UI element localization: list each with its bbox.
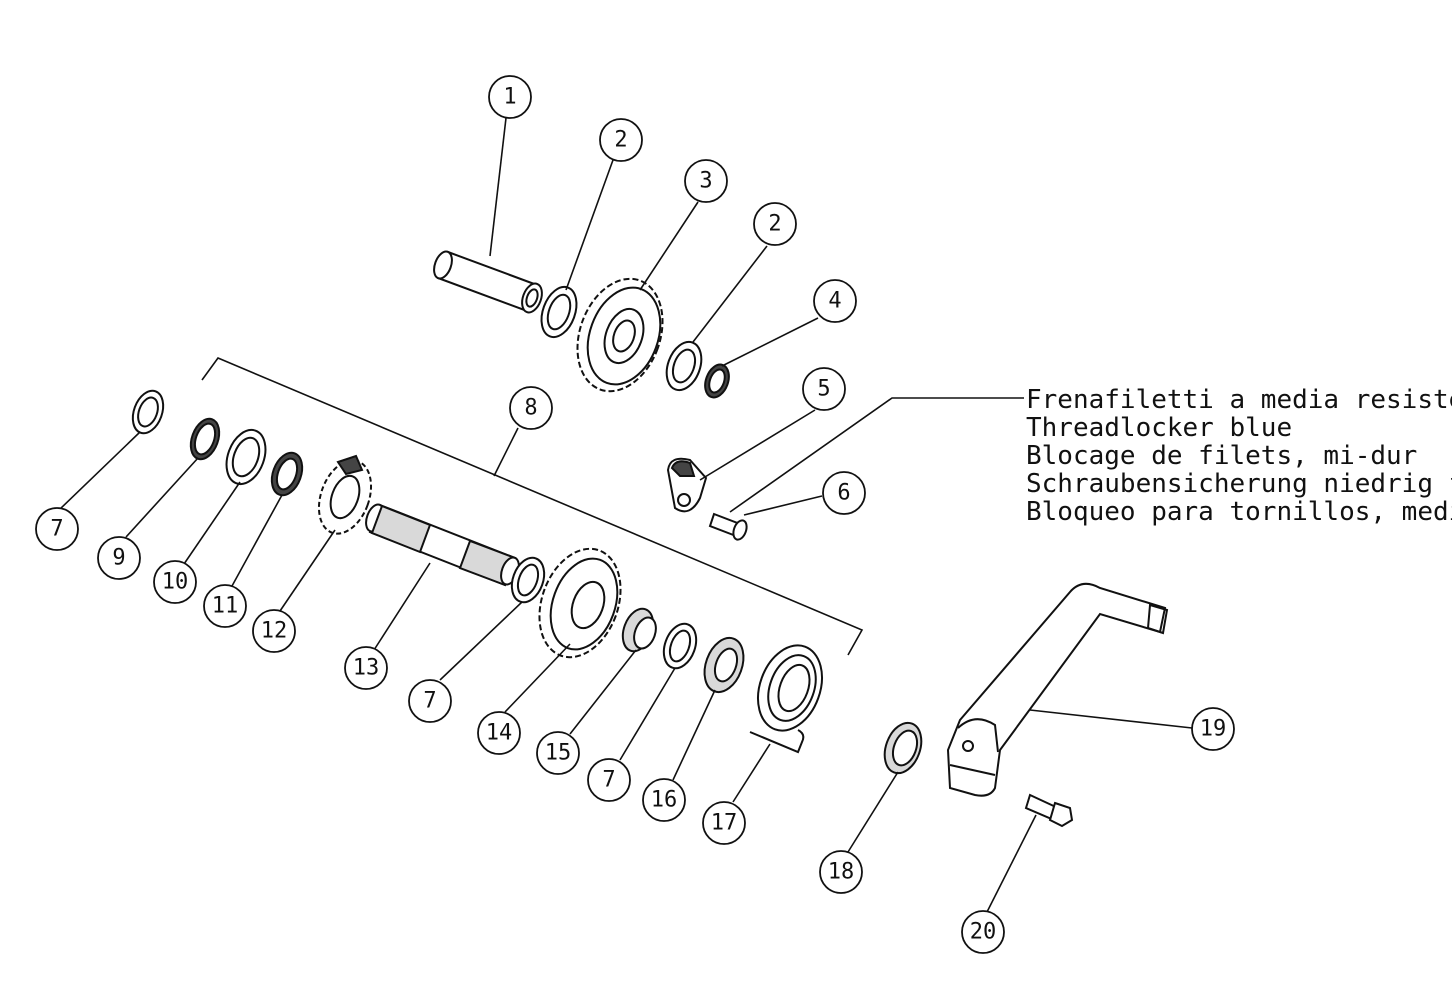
svg-text:5: 5 [817,377,830,402]
part-ratchet-guide [666,457,708,513]
callout-7c: 7 [587,758,631,802]
part-seal [883,721,923,775]
svg-text:2: 2 [614,128,627,153]
callout-bubbles: 1 2 3 2 4 5 6 7 8 9 10 11 12 13 7 14 15 … [35,75,1235,954]
callout-1: 1 [488,75,532,119]
callout-5: 5 [802,367,846,411]
svg-text:10: 10 [162,570,189,595]
group-bracket [201,357,864,656]
callout-7b: 7 [408,679,452,723]
svg-text:6: 6 [837,481,850,506]
svg-text:11: 11 [212,594,239,619]
callout-20: 20 [961,910,1005,954]
svg-text:12: 12 [261,619,288,644]
part-sleeve [433,250,543,314]
callout-9: 9 [97,536,141,580]
svg-text:20: 20 [970,920,997,945]
part-kick-lever [946,582,1169,797]
svg-text:14: 14 [486,721,513,746]
part-circlip-top [704,363,730,399]
part-washer-mid-left [510,556,546,604]
note-line-es: Bloqueo para tornillos, mediano [1026,497,1452,527]
part-circlip-left [189,417,221,461]
svg-text:1: 1 [503,85,516,110]
svg-text:3: 3 [699,169,712,194]
part-bolt [1024,793,1074,828]
callout-8: 8 [509,386,553,430]
callout-11: 11 [203,584,247,628]
callout-18: 18 [819,850,863,894]
part-gear-bottom [538,547,622,659]
part-ratchet [317,454,373,535]
part-bushing [703,636,745,694]
threadlocker-note: Frenafiletti a media resistenza Threadlo… [1026,385,1452,527]
svg-text:19: 19 [1200,717,1227,742]
note-line-it: Frenafiletti a media resistenza [1026,385,1452,415]
callout-14: 14 [477,711,521,755]
svg-text:17: 17 [711,811,738,836]
callout-12: 12 [252,609,296,653]
callout-2a: 2 [599,118,643,162]
svg-text:15: 15 [545,741,572,766]
svg-text:7: 7 [50,517,63,542]
callout-7a: 7 [35,507,79,551]
svg-text:2: 2 [768,212,781,237]
note-line-fr: Blocage de filets, mi-dur [1026,441,1417,471]
callout-16: 16 [642,778,686,822]
callout-10: 10 [153,560,197,604]
svg-text:8: 8 [524,396,537,421]
note-line-de: Schraubensicherung niedrig fest [1026,469,1452,499]
callout-15: 15 [536,731,580,775]
part-screw-small [708,512,748,541]
svg-text:4: 4 [828,289,841,314]
note-line-en: Threadlocker blue [1026,413,1292,443]
part-washer-mid [665,340,703,392]
part-washer-right [662,622,698,670]
part-ring [270,451,304,497]
callout-4: 4 [813,279,857,323]
svg-text:13: 13 [353,656,380,681]
svg-text:9: 9 [112,546,125,571]
svg-text:16: 16 [651,788,678,813]
leader-lines [58,117,1193,913]
part-washer-top [540,285,578,339]
callout-17: 17 [702,801,746,845]
callout-3: 3 [684,159,728,203]
svg-text:7: 7 [602,768,615,793]
part-washer-left [131,389,165,435]
callout-19: 19 [1191,707,1235,751]
callout-13: 13 [344,646,388,690]
svg-text:7: 7 [423,689,436,714]
part-needle-bearing [621,607,657,653]
part-washer-large [225,428,267,486]
callout-2b: 2 [753,202,797,246]
part-spring [749,644,823,754]
svg-text:18: 18 [828,860,855,885]
part-gear-top [576,277,664,393]
part-shaft [365,503,520,587]
callout-6: 6 [822,471,866,515]
